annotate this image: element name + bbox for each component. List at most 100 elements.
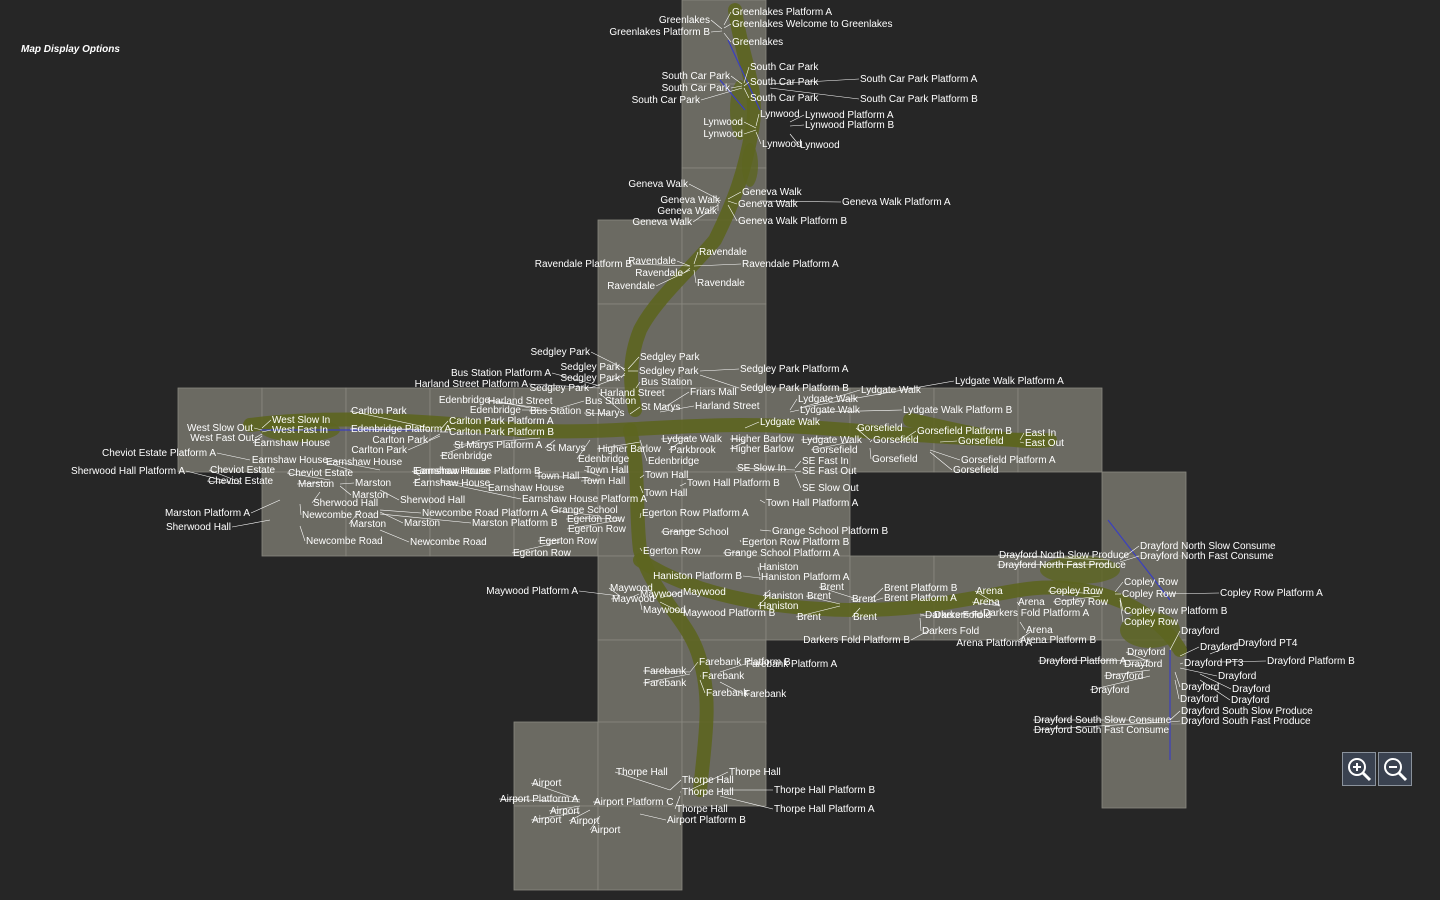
track-line [727, 39, 761, 111]
label-leader [919, 614, 934, 617]
label-leader [1179, 662, 1184, 665]
label-leader [286, 472, 331, 481]
label-leader [610, 597, 621, 600]
label-leader [735, 467, 796, 471]
label-leader [1089, 675, 1151, 691]
zoom-in-button[interactable] [1342, 752, 1376, 786]
label-leader [899, 430, 917, 443]
station-label: Drayford South Fast Consume [1034, 725, 1169, 736]
label-leader [528, 409, 561, 412]
station-label: South Car Park Platform B [860, 94, 978, 105]
label-leader [679, 482, 687, 487]
label-leader [1119, 599, 1124, 623]
station-label: Sherwood Hall [313, 498, 378, 509]
label-leader [598, 392, 621, 411]
label-leader [439, 481, 522, 500]
station-label: Lydgate Walk [662, 434, 723, 445]
station-label: SE Slow In [737, 463, 786, 474]
station-label: Geneva Walk [738, 199, 799, 210]
label-leader [700, 87, 743, 101]
label-leader [789, 398, 798, 411]
label-leader [528, 383, 601, 389]
station-label: SE Fast Out [802, 466, 857, 477]
label-leader [689, 771, 729, 791]
station-label: Brent [853, 612, 877, 623]
map-display-options-button[interactable]: Map Display Options [21, 44, 120, 55]
label-leader [379, 509, 422, 514]
station-label: Farebank [744, 689, 787, 700]
label-leader [819, 409, 903, 413]
label-leader [800, 437, 831, 441]
terrain-corridor [623, 423, 714, 797]
station-label: SE Slow Out [802, 483, 859, 494]
station-label: Egerton Row Platform B [742, 537, 850, 548]
label-leader [530, 811, 581, 821]
station-label: Ravendale [697, 278, 745, 289]
label-leader [589, 374, 626, 389]
map-tile [681, 471, 767, 557]
station-label: Arena [976, 586, 1003, 597]
label-leader [795, 605, 841, 618]
station-label: Earnshaw House Platform B [415, 466, 541, 477]
magnifier-plus-icon [1348, 758, 1372, 782]
station-label: Thorpe Hall [676, 804, 728, 815]
station-label: South Car Park [632, 95, 701, 106]
station-label: Town Hall [645, 470, 688, 481]
station-label: Gorsefield [857, 423, 903, 434]
station-label: West Fast Out [190, 433, 254, 444]
label-leader [1032, 641, 1051, 644]
label-leader [590, 351, 626, 370]
label-leader [789, 133, 800, 146]
label-leader [850, 598, 861, 603]
label-leader [759, 499, 766, 504]
label-leader [799, 380, 955, 409]
label-leader [660, 529, 701, 533]
label-leader [583, 469, 601, 477]
map-tile [1101, 723, 1187, 809]
station-label: Lydgate Walk [760, 417, 821, 428]
label-leader [676, 260, 691, 267]
station-label: Marston [350, 519, 386, 530]
label-leader [723, 11, 732, 26]
map-tile [681, 303, 767, 389]
station-label: Earnshaw House [414, 478, 491, 489]
station-label: Airport [591, 825, 621, 836]
station-label: Drayford Platform A [1039, 656, 1127, 667]
label-leader [1179, 646, 1200, 657]
station-label: Brent [797, 612, 821, 623]
label-leader [498, 798, 581, 803]
label-leader [185, 470, 231, 483]
label-leader [1209, 642, 1238, 655]
label-leader [261, 429, 272, 433]
label-leader [1052, 595, 1101, 603]
station-label: Geneva Walk [632, 217, 693, 228]
label-leader [919, 617, 922, 632]
label-leader [997, 554, 1111, 561]
label-leader [311, 491, 321, 504]
zoom-out-button[interactable] [1378, 752, 1412, 786]
station-label: Town Hall Platform A [766, 498, 859, 509]
label-leader [530, 782, 581, 801]
station-label: Egerton Row [513, 548, 572, 559]
label-leader [339, 482, 355, 485]
station-label: Arena [1018, 597, 1045, 608]
label-leader [789, 114, 805, 123]
label-leader [855, 427, 871, 441]
label-leader [639, 485, 644, 494]
label-leader [818, 586, 861, 601]
station-label: Earnshaw House Platform A [522, 494, 647, 505]
station-label: Sherwood Hall Platform A [71, 466, 185, 477]
map-tile [1101, 471, 1187, 557]
station-label: Geneva Walk [660, 195, 721, 206]
label-leader [769, 78, 860, 85]
station-label: Cheviot Estate [208, 476, 273, 487]
station-label: Sedgley Park Platform B [740, 383, 849, 394]
label-leader [639, 474, 645, 479]
label-leader [379, 489, 400, 501]
terrain-corridor [243, 412, 1047, 447]
label-leader [580, 479, 601, 482]
label-leader [1199, 673, 1232, 690]
station-label: Newcombe Road [302, 510, 379, 521]
station-label: Egerton Row [539, 536, 598, 547]
